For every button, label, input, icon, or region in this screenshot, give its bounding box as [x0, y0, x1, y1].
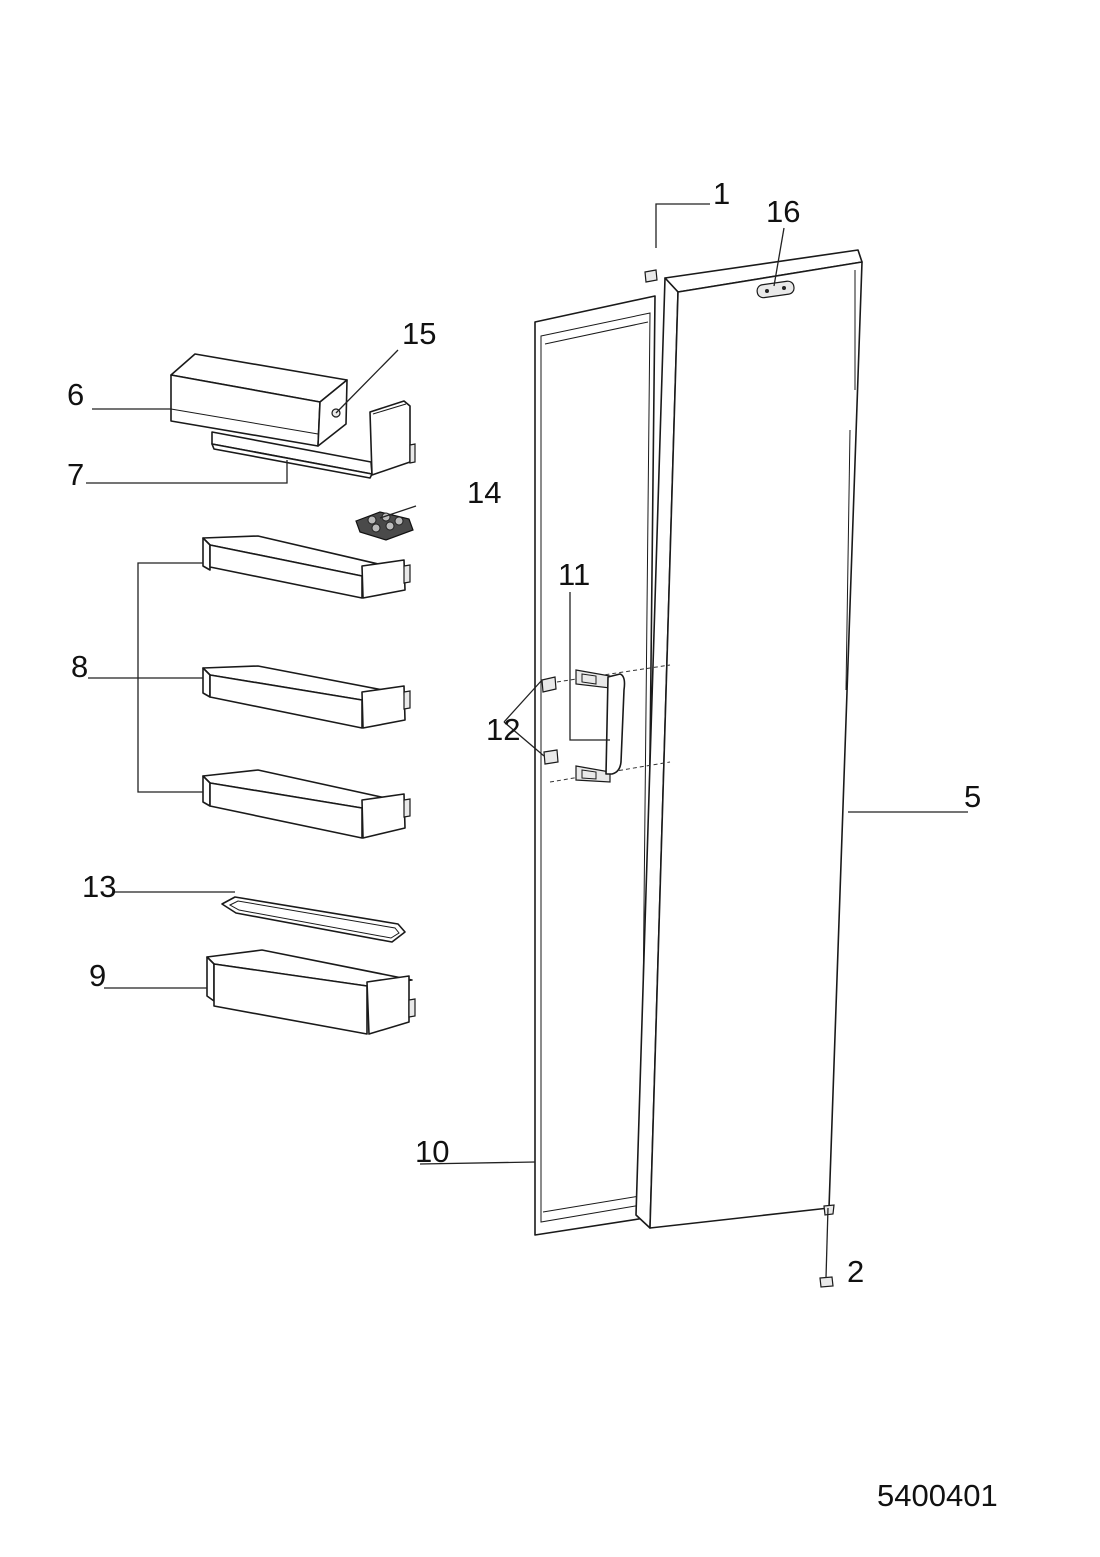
callout-11: 11: [558, 557, 590, 592]
drawing-number: 5400401: [877, 1478, 998, 1513]
callout-13: 13: [82, 869, 116, 904]
callout-5: 5: [964, 779, 981, 814]
leader-lines: [86, 203, 968, 1279]
callout-6: 6: [67, 377, 84, 412]
dairy-compartment-part: [170, 353, 416, 479]
door-balcony-part: [202, 665, 411, 729]
callout-7: 7: [67, 457, 84, 492]
callout-8: 8: [71, 649, 88, 684]
handle-screws-part: [541, 676, 559, 765]
bottom-hinge-part: [819, 1276, 834, 1288]
callout-16: 16: [766, 194, 800, 229]
balcony-frame-part: [221, 896, 406, 943]
door-balcony-part: [202, 769, 411, 839]
callout-14: 14: [467, 475, 501, 510]
door-liner-part: [534, 295, 656, 1236]
callout-15: 15: [402, 316, 436, 351]
callout-12: 12: [486, 712, 520, 747]
callout-1: 1: [713, 176, 730, 211]
top-hinge-part: [644, 269, 658, 283]
door-handle-part: [549, 664, 671, 783]
callout-labels: 1 2 5 6 7 8 9 10 11 12 13 14 15 16: [67, 176, 981, 1289]
callout-2: 2: [847, 1254, 864, 1289]
door-balcony-part: [202, 535, 411, 599]
egg-tray-part: [355, 511, 414, 541]
callout-10: 10: [415, 1134, 449, 1169]
door-panel-part: [635, 249, 863, 1288]
callout-9: 9: [89, 958, 106, 993]
bottle-balcony-part: [206, 949, 416, 1035]
